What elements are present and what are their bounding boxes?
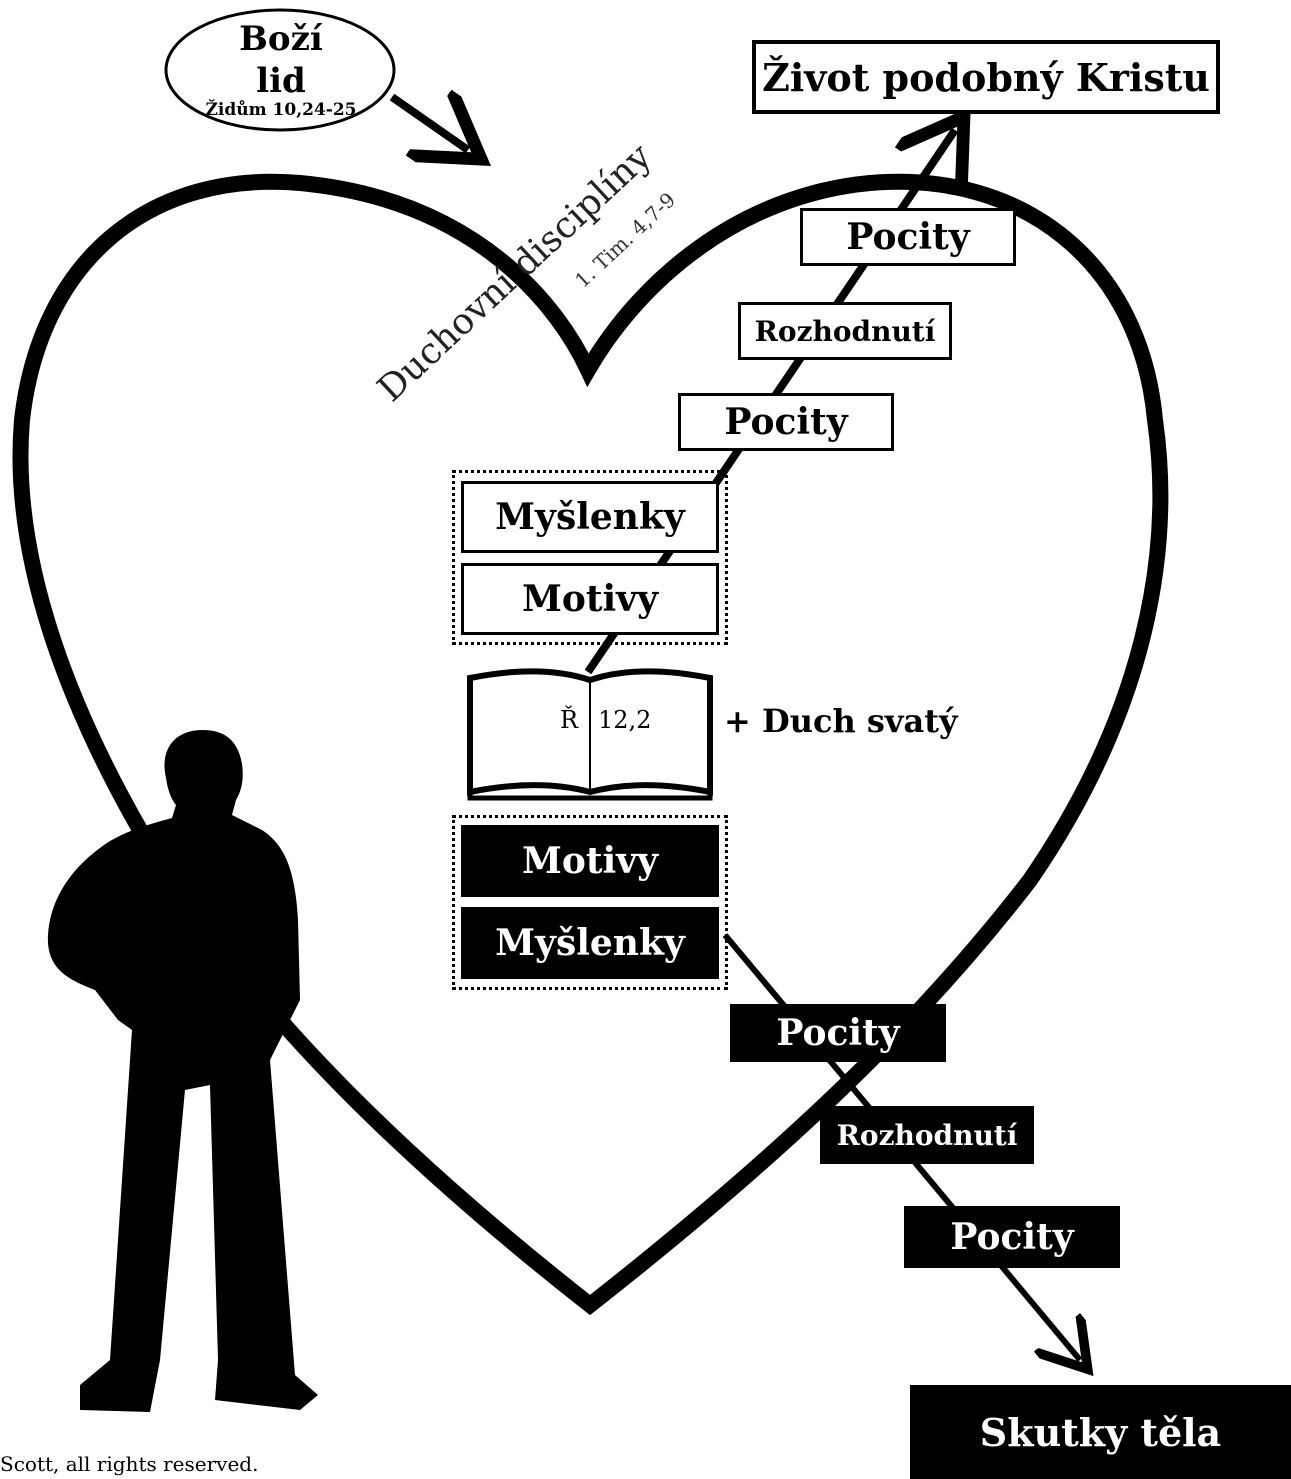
heart-outline <box>12 173 1169 1316</box>
people-title-line1: Boží <box>239 19 323 59</box>
up-inner-group <box>452 470 728 645</box>
people-arrow <box>389 97 468 150</box>
down-bottom-feeling-box: Pocity <box>904 1206 1120 1268</box>
down-inner-group <box>452 815 728 990</box>
people-bubble-ellipse <box>164 8 396 132</box>
up-decision-box: Rozhodnutí <box>738 302 952 360</box>
bible-left-page-text: Ř <box>560 706 579 734</box>
down-motives-box: Motivy <box>461 825 719 897</box>
people-reference: Židům 10,24-25 <box>205 100 357 120</box>
holy-spirit-label: + Duch svatý <box>724 702 958 740</box>
up-feeling-box: Pocity <box>678 393 894 451</box>
bible-icon <box>467 668 713 801</box>
people-title-line2: lid <box>256 61 306 101</box>
man-silhouette <box>47 730 319 1412</box>
goal-box: Život podobný Kristu <box>752 40 1220 114</box>
outcome-box: Skutky těla <box>910 1385 1291 1479</box>
up-thoughts-box: Myšlenky <box>461 481 719 553</box>
down-decision-box: Rozhodnutí <box>820 1106 1034 1164</box>
up-motives-box: Motivy <box>461 563 719 635</box>
bible-right-page-text: 12,2 <box>598 706 652 734</box>
up-top-feeling-box: Pocity <box>800 208 1016 266</box>
copyright-text: Scott, all rights reserved. <box>0 1452 259 1476</box>
down-thoughts-box: Myšlenky <box>461 907 719 979</box>
down-feeling-box: Pocity <box>730 1004 946 1062</box>
